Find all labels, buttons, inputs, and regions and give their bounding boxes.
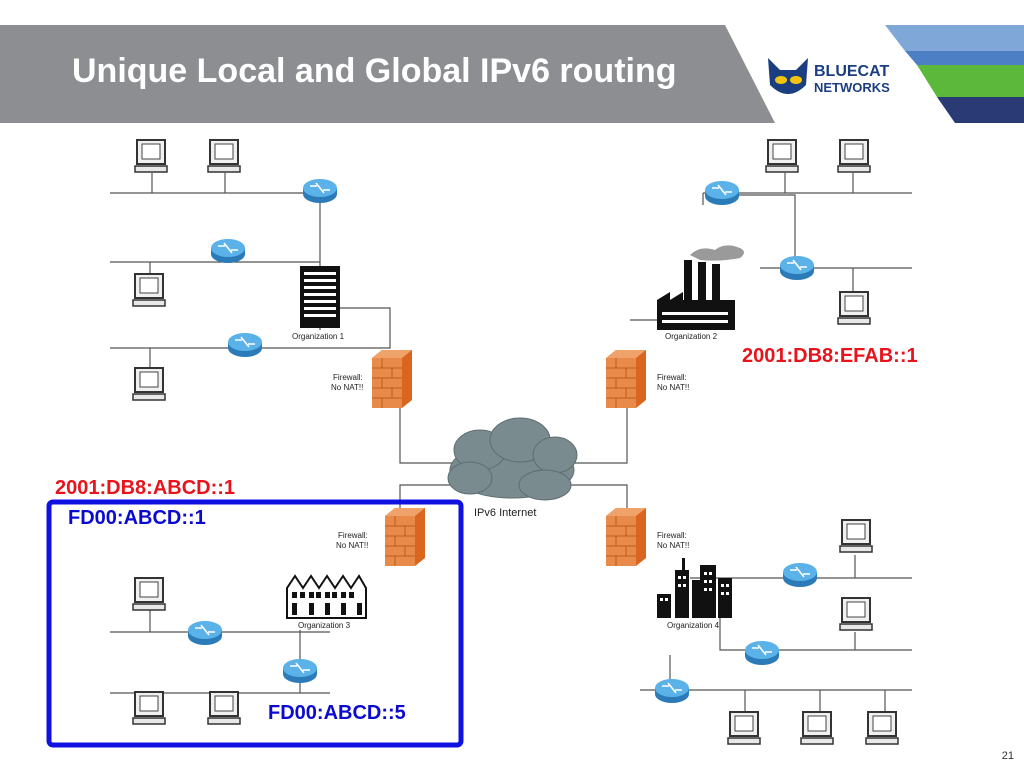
pc-icon: [839, 597, 873, 631]
org3-host-ula-address: FD00:ABCD::5: [268, 702, 406, 724]
router-icon: [282, 658, 318, 684]
pc-icon: [800, 711, 834, 745]
firewall-label: Firewall: No NAT!!: [657, 531, 689, 550]
header-band: BLUECAT NETWORKS: [0, 25, 1024, 123]
svg-text:No NAT!!: No NAT!!: [336, 541, 368, 550]
org3-pcs: [132, 577, 241, 725]
logo-text-line2: NETWORKS: [814, 80, 890, 95]
svg-text:Firewall:: Firewall:: [657, 373, 687, 382]
pc-icon: [865, 711, 899, 745]
firewall-icon: [605, 349, 647, 409]
router-icon: [779, 255, 815, 281]
pc-icon: [765, 139, 799, 173]
router-icon: [187, 620, 223, 646]
stripe-green: [917, 65, 1024, 97]
router-icon: [302, 178, 338, 204]
firewall-label: Firewall: No NAT!!: [336, 531, 368, 550]
org3-ula-address: FD00:ABCD::1: [68, 507, 206, 529]
router-icon: [210, 238, 246, 264]
pc-icon: [132, 577, 166, 611]
pc-icon: [132, 691, 166, 725]
internet-label: IPv6 Internet: [474, 507, 536, 519]
org3-houses-icon: [286, 574, 367, 619]
stripe-blue: [905, 51, 1024, 65]
pc-icon: [207, 139, 241, 173]
org4-pcs: [727, 519, 899, 745]
cat-eye-right-icon: [790, 76, 802, 84]
org3-global-address: 2001:DB8:ABCD::1: [55, 477, 235, 499]
org2-pcs: [765, 139, 871, 325]
svg-text:No NAT!!: No NAT!!: [657, 541, 689, 550]
pc-icon: [132, 367, 166, 401]
router-icon: [654, 678, 690, 704]
logo-text-line1: BLUECAT: [814, 63, 889, 80]
svg-text:Firewall:: Firewall:: [338, 531, 368, 540]
firewall-icon: [605, 507, 647, 567]
svg-text:No NAT!!: No NAT!!: [657, 383, 689, 392]
bluecat-logo: BLUECAT NETWORKS: [768, 58, 890, 95]
pc-icon: [134, 139, 168, 173]
org2-label: Organization 2: [665, 332, 718, 341]
svg-text:Firewall:: Firewall:: [657, 531, 687, 540]
router-icon: [744, 640, 780, 666]
pc-icon: [207, 691, 241, 725]
page-number: 21: [1001, 750, 1014, 762]
pc-icon: [839, 519, 873, 553]
firewall-label: Firewall: No NAT!!: [657, 373, 689, 392]
org4-label: Organization 4: [667, 621, 720, 630]
pc-icon: [837, 139, 871, 173]
stripe-navy: [937, 97, 1024, 123]
svg-text:Firewall:: Firewall:: [333, 373, 363, 382]
router-icon: [704, 180, 740, 206]
pc-icon: [727, 711, 761, 745]
cat-head-icon: [768, 58, 808, 94]
svg-text:No NAT!!: No NAT!!: [331, 383, 363, 392]
title-bar: [0, 25, 775, 123]
slide-title: Unique Local and Global IPv6 routing: [72, 52, 677, 90]
stripe-light-blue: [885, 25, 1024, 51]
pc-icon: [837, 291, 871, 325]
org1-label: Organization 1: [292, 332, 345, 341]
cat-eye-left-icon: [775, 76, 787, 84]
router-icon: [227, 332, 263, 358]
org2-global-address: 2001:DB8:EFAB::1: [742, 345, 918, 367]
org1-building-icon: [300, 266, 340, 328]
firewall-label: Firewall: No NAT!!: [331, 373, 363, 392]
router-icon: [782, 562, 818, 588]
org3-highlight-box: [46, 499, 464, 748]
internet-cloud-icon: [447, 417, 578, 501]
org3-label: Organization 3: [298, 621, 351, 630]
org1-pcs: [132, 139, 241, 401]
org2-factory-icon: [657, 245, 744, 330]
firewall-icon: [384, 507, 426, 567]
firewall-icon: [371, 349, 413, 409]
org4-city-icon: [657, 558, 732, 618]
pc-icon: [132, 273, 166, 307]
